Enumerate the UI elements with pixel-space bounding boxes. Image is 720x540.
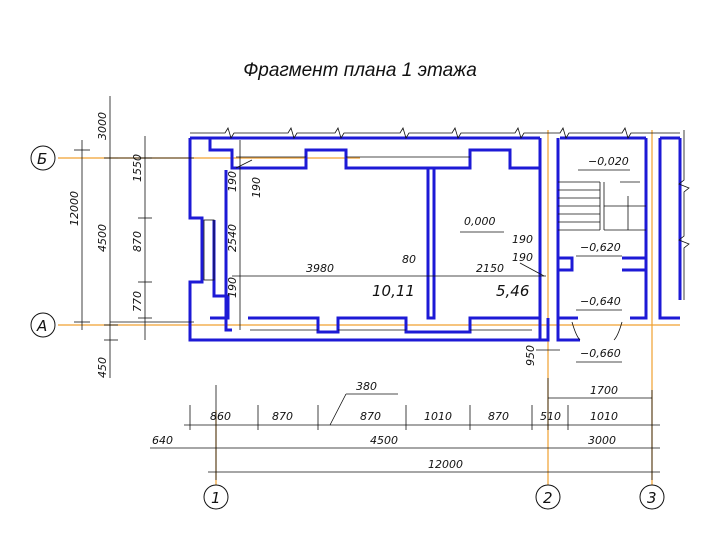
level-mark-2: −0,020	[588, 155, 629, 168]
axis-2-marker	[535, 484, 561, 510]
dim-h1700: 1700	[590, 384, 618, 397]
level-mark-4: −0,640	[580, 295, 621, 308]
page-title: Фрагмент плана 1 этажа	[243, 60, 477, 81]
dim-v190b: 190	[250, 177, 263, 198]
dim-h2150: 2150	[476, 262, 504, 275]
axis-1-marker	[203, 484, 229, 510]
staircase	[558, 181, 646, 231]
axis-1-label: 1	[211, 489, 221, 507]
dim-h190b: 190	[512, 251, 533, 264]
dim-c870a: 870	[272, 410, 293, 423]
dim-c1010b: 1010	[590, 410, 618, 423]
dim-v2540: 2540	[226, 224, 239, 252]
dim-h380: 380	[356, 380, 377, 393]
dim-c870b: 870	[360, 410, 381, 423]
dim-h950: 950	[524, 345, 537, 366]
axis-markers: Б А 1 2 3	[30, 145, 665, 510]
dim-c510: 510	[540, 410, 561, 423]
dim-v450: 450	[96, 357, 109, 378]
level-mark-5: −0,660	[580, 347, 621, 360]
dim-c3000: 3000	[588, 434, 616, 447]
walls	[188, 136, 682, 342]
axis-b-label: Б	[37, 150, 47, 168]
dim-c860: 860	[210, 410, 231, 423]
dim-h190a: 190	[512, 233, 533, 246]
axis-a-label: А	[36, 317, 47, 335]
doors	[235, 159, 623, 341]
dim-v870: 870	[131, 231, 144, 252]
dim-c1010a: 1010	[424, 410, 452, 423]
dimension-lines	[74, 96, 660, 480]
dim-v190c: 190	[226, 277, 239, 298]
axis-2-label: 2	[543, 489, 553, 507]
level-mark-1: 0,000	[464, 215, 496, 228]
dim-v190a: 190	[226, 171, 239, 192]
axis-a-marker	[30, 312, 56, 338]
dim-c640: 640	[152, 434, 173, 447]
dim-h80: 80	[402, 253, 416, 266]
break-lines	[190, 127, 690, 300]
windows	[203, 156, 532, 331]
dim-v4500: 4500	[96, 224, 109, 252]
room-2-area: 5,46	[496, 282, 529, 300]
axis-3-label: 3	[647, 489, 657, 507]
level-mark-3: −0,620	[580, 241, 621, 254]
axis-b-marker	[30, 145, 56, 171]
dim-v3000: 3000	[96, 112, 109, 140]
dim-c870c: 870	[488, 410, 509, 423]
room-1-area: 10,11	[372, 282, 415, 300]
dim-v770: 770	[131, 291, 144, 312]
dim-v12000: 12000	[68, 191, 81, 226]
dim-c12000: 12000	[428, 458, 463, 471]
dim-h3980: 3980	[306, 262, 334, 275]
dim-c4500: 4500	[370, 434, 398, 447]
axis-3-marker	[639, 484, 665, 510]
dim-v1550: 1550	[131, 154, 144, 182]
